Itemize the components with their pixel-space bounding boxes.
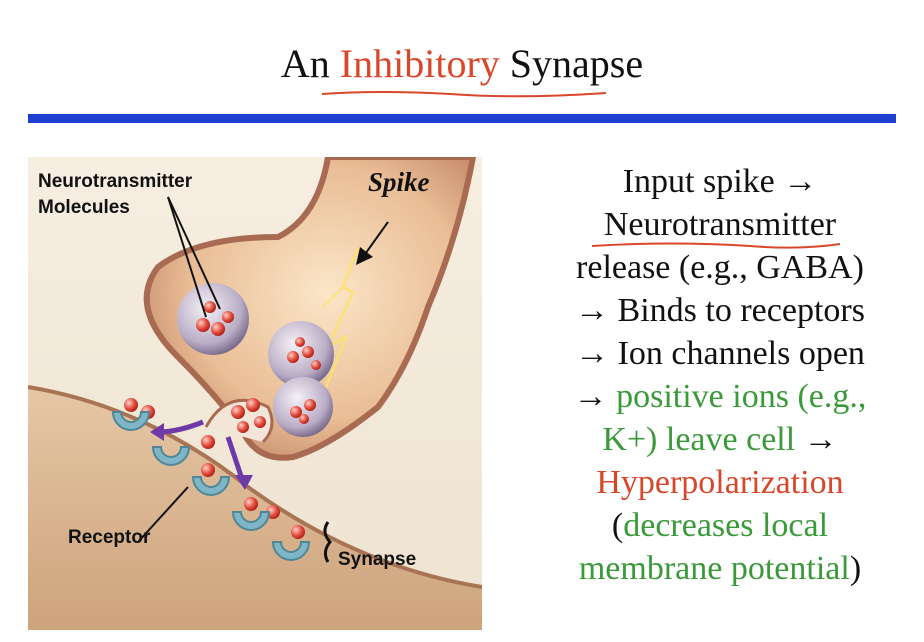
label-neurotransmitter-line2: Molecules xyxy=(38,197,130,218)
desc-line-7-green: K+) leave cell xyxy=(602,421,796,458)
desc-line-10-green: membrane potential xyxy=(578,550,850,587)
desc-line-2: Neurotransmitter xyxy=(603,206,837,243)
synapse-illustration xyxy=(27,154,483,630)
desc-line-1: Input spike → xyxy=(622,163,818,200)
desc-line-8: Hyperpolarization xyxy=(596,464,844,501)
desc-line-9-green: decreases local xyxy=(623,507,829,544)
label-synapse: Synapse xyxy=(338,549,417,570)
desc-line-9-paren: ( xyxy=(611,507,624,544)
desc-line-10-paren: ) xyxy=(849,550,862,587)
neurotransmitter-annotation-underline xyxy=(591,242,841,249)
title-highlight: Inhibitory xyxy=(339,41,500,86)
desc-line-7: K+) leave cell → xyxy=(530,418,910,461)
label-spike: Spike xyxy=(368,167,430,197)
desc-line-3: release (e.g., GABA) xyxy=(576,249,864,286)
desc-line-6-arrow: → xyxy=(573,378,617,415)
title-annotation-underline xyxy=(321,91,607,98)
desc-line-5: → Ion channels open xyxy=(575,335,865,372)
title-prefix: An xyxy=(280,41,340,86)
label-neurotransmitter-line1: Neurotransmitter xyxy=(38,171,193,192)
desc-line-7-arrow: → xyxy=(795,421,838,458)
desc-line-6-green: positive ions (e.g., xyxy=(616,378,867,415)
desc-line-9: (decreases local xyxy=(530,504,910,547)
description-text: Input spike → Neurotransmitter release (… xyxy=(530,160,910,590)
synapse-diagram: Neurotransmitter Molecules Spike Recepto… xyxy=(27,154,483,630)
desc-line-4: → Binds to receptors xyxy=(575,292,865,329)
title-suffix: Synapse xyxy=(499,41,644,86)
divider-bar xyxy=(28,114,896,123)
slide-title: An Inhibitory Synapse xyxy=(0,40,924,87)
label-receptor: Receptor xyxy=(68,527,151,548)
desc-line-6: → positive ions (e.g., xyxy=(530,375,910,418)
desc-line-10: membrane potential) xyxy=(530,547,910,590)
